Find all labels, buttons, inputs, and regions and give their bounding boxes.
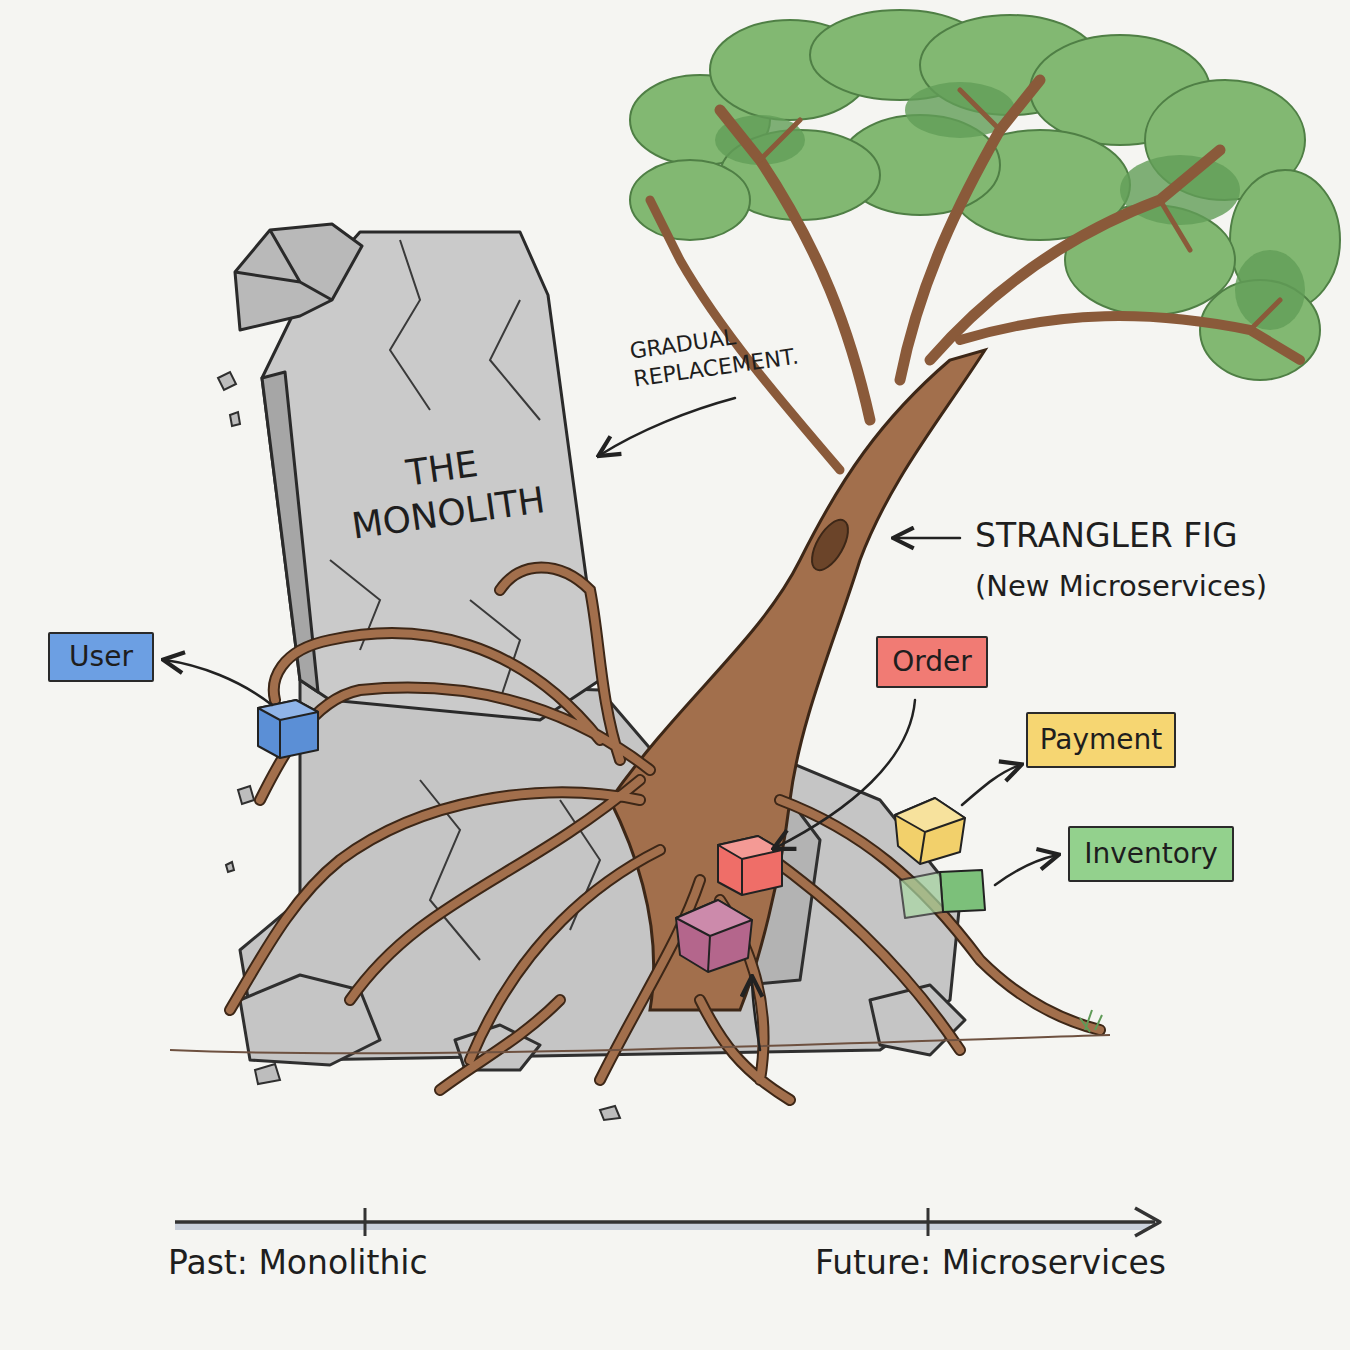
cube-top [718,836,782,895]
timeline-label: Future: Microservices [815,1242,1235,1283]
user-extract-arrow [165,660,272,705]
timeline-arrowhead [1135,1208,1160,1236]
pebble [230,412,240,426]
branch [930,150,1220,360]
cube-top [676,900,752,972]
timeline-axis [175,1220,1155,1224]
order-cube [718,836,782,895]
timeline-tick [364,1208,367,1236]
service-box: Order [876,636,988,688]
leaf-shade [1235,250,1305,330]
broken-chunk [235,224,362,330]
order-extract-arrow [775,700,915,848]
timeline-label: Past: Monolithic [168,1242,528,1283]
timeline-tick [927,1208,930,1236]
service-cubes [258,700,985,972]
leader-arrows [165,398,1057,1050]
replacement-arrow [600,398,735,455]
inventory-cube [940,870,985,912]
service-name: Payment [1040,725,1163,756]
cracks [330,240,600,960]
annotation-text: STRANGLER FIG [975,515,1315,556]
service-box: Payment [1026,712,1176,768]
pebble [218,372,236,390]
twig [760,90,1280,330]
chunk-edge [235,230,332,300]
pebble [226,862,234,872]
trunk-knot [805,514,856,575]
timeline [175,1208,1160,1236]
ground-line [170,1035,1110,1053]
annotation-text: GRADUAL REPLACEMENT. [628,308,849,392]
grass-tuft [1080,1010,1102,1032]
service-box: Inventory [1068,826,1234,882]
migration-arrow [752,978,760,1050]
payment-extract-arrow [962,765,1020,805]
crack-line [330,240,600,960]
cube-ghost [900,872,943,918]
monolith-label: THE MONOLITH [325,430,565,551]
fig-pointer [895,537,960,540]
pebble [238,786,254,804]
migrating-cube [676,900,752,972]
payment-cube [895,798,965,864]
tree-roots [230,568,1100,1101]
branch [960,316,1300,360]
service-name: Order [892,647,972,678]
tree-branches [650,80,1300,470]
user-cube [258,700,318,758]
pebble [600,1106,620,1120]
cube-top [895,798,965,864]
monolith [235,224,600,720]
annotation-subtext: (New Microservices) [975,568,1335,604]
cube-top [258,700,318,758]
tree-roots-outline [230,568,1100,1101]
inventory-extract-arrow [995,855,1057,885]
service-name: User [69,642,133,673]
pebble [255,1064,280,1084]
service-name: Inventory [1084,839,1218,870]
service-box: User [48,632,154,682]
